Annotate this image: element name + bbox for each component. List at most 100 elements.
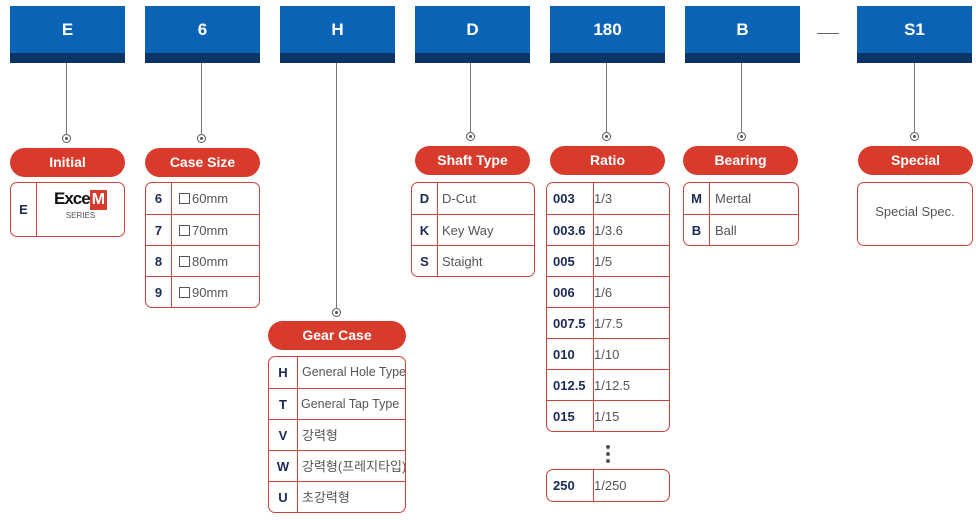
row-key: M: [684, 183, 710, 214]
row-key: 8: [146, 246, 172, 276]
row-value: General Tap Type: [301, 397, 400, 411]
shaft-type-title: Shaft Type: [415, 146, 530, 175]
connector-line: [914, 63, 915, 132]
code-label: D: [466, 20, 479, 39]
table-row: 6 60mm: [146, 183, 259, 214]
row-value: 60mm: [192, 191, 229, 206]
special-title: Special: [858, 146, 973, 175]
code-box-gear-case: H: [280, 6, 395, 63]
row-value: Mertal: [715, 191, 752, 206]
square-icon: [179, 193, 190, 204]
code-label: 180: [593, 20, 622, 39]
code-box-initial: E: [10, 6, 125, 63]
logo-sub: SERIES: [65, 211, 96, 220]
connector-line: [741, 63, 742, 132]
row-key: B: [684, 215, 710, 245]
code-label: H: [331, 20, 344, 39]
row-value: Staight: [442, 254, 483, 269]
case-size-title: Case Size: [145, 148, 260, 177]
row-value: 1/12.5: [594, 378, 631, 393]
table-row: M Mertal: [684, 183, 798, 214]
row-value: 1/250: [594, 478, 627, 493]
row-key: 006: [547, 277, 594, 307]
row-value: 1/7.5: [594, 316, 623, 331]
row-value: 90mm: [192, 285, 229, 300]
row-key: 005: [547, 246, 594, 276]
row-key: 250: [547, 470, 594, 501]
square-icon: [179, 256, 190, 267]
initial-title: Initial: [10, 148, 125, 177]
connector-dot: [910, 132, 919, 141]
table-row: U 초강력형: [269, 481, 405, 512]
row-value: General Hole Type: [302, 365, 406, 379]
connector-dot: [466, 132, 475, 141]
table-row: H General Hole Type: [269, 357, 405, 388]
separator-dash: [817, 33, 839, 34]
logo-mark: M: [89, 190, 108, 210]
row-key: H: [269, 357, 298, 388]
row-value: 80mm: [192, 254, 229, 269]
row-value: 1/3.6: [594, 223, 623, 238]
square-icon: [179, 287, 190, 298]
table-row: S Staight: [412, 245, 534, 276]
code-box-case-size: 6: [145, 6, 260, 63]
connector-dot: [197, 134, 206, 143]
row-value: 1/5: [594, 254, 613, 269]
code-label: B: [736, 20, 749, 39]
ellipsis-icon: [606, 445, 610, 466]
row-value: 1/15: [594, 409, 620, 424]
row-value: 1/10: [594, 347, 620, 362]
special-table: Special Spec.: [857, 182, 973, 246]
bearing-title: Bearing: [683, 146, 798, 175]
row-value: Key Way: [442, 223, 494, 238]
table-row: K Key Way: [412, 214, 534, 245]
row-key: 7: [146, 215, 172, 245]
row-key: 010: [547, 339, 594, 369]
code-label: 6: [197, 20, 208, 39]
row-value: 강력형: [302, 428, 338, 443]
row-value: 초강력형: [302, 490, 350, 505]
row-key: S: [412, 246, 438, 276]
row-key: K: [412, 215, 438, 245]
row-value: 강력형(프레지타입): [302, 459, 406, 474]
code-box-special: S1: [857, 6, 972, 63]
connector-line: [66, 63, 67, 134]
code-box-ratio: 180: [550, 6, 665, 63]
row-value: 1/3: [594, 191, 613, 206]
connector-line: [201, 63, 202, 134]
row-key: 003: [547, 183, 594, 214]
row-key: 003.6: [547, 215, 594, 245]
connector-line: [606, 63, 607, 132]
row-key: U: [269, 482, 298, 512]
connector-dot: [62, 134, 71, 143]
square-icon: [179, 225, 190, 236]
connector-line: [336, 63, 337, 308]
logo-text: Exce: [53, 189, 91, 208]
row-key: 012.5: [547, 370, 594, 400]
row-key: 6: [146, 183, 172, 214]
connector-dot: [602, 132, 611, 141]
row-value: D-Cut: [442, 191, 476, 206]
connector-dot: [332, 308, 341, 317]
row-key: 015: [547, 401, 594, 431]
